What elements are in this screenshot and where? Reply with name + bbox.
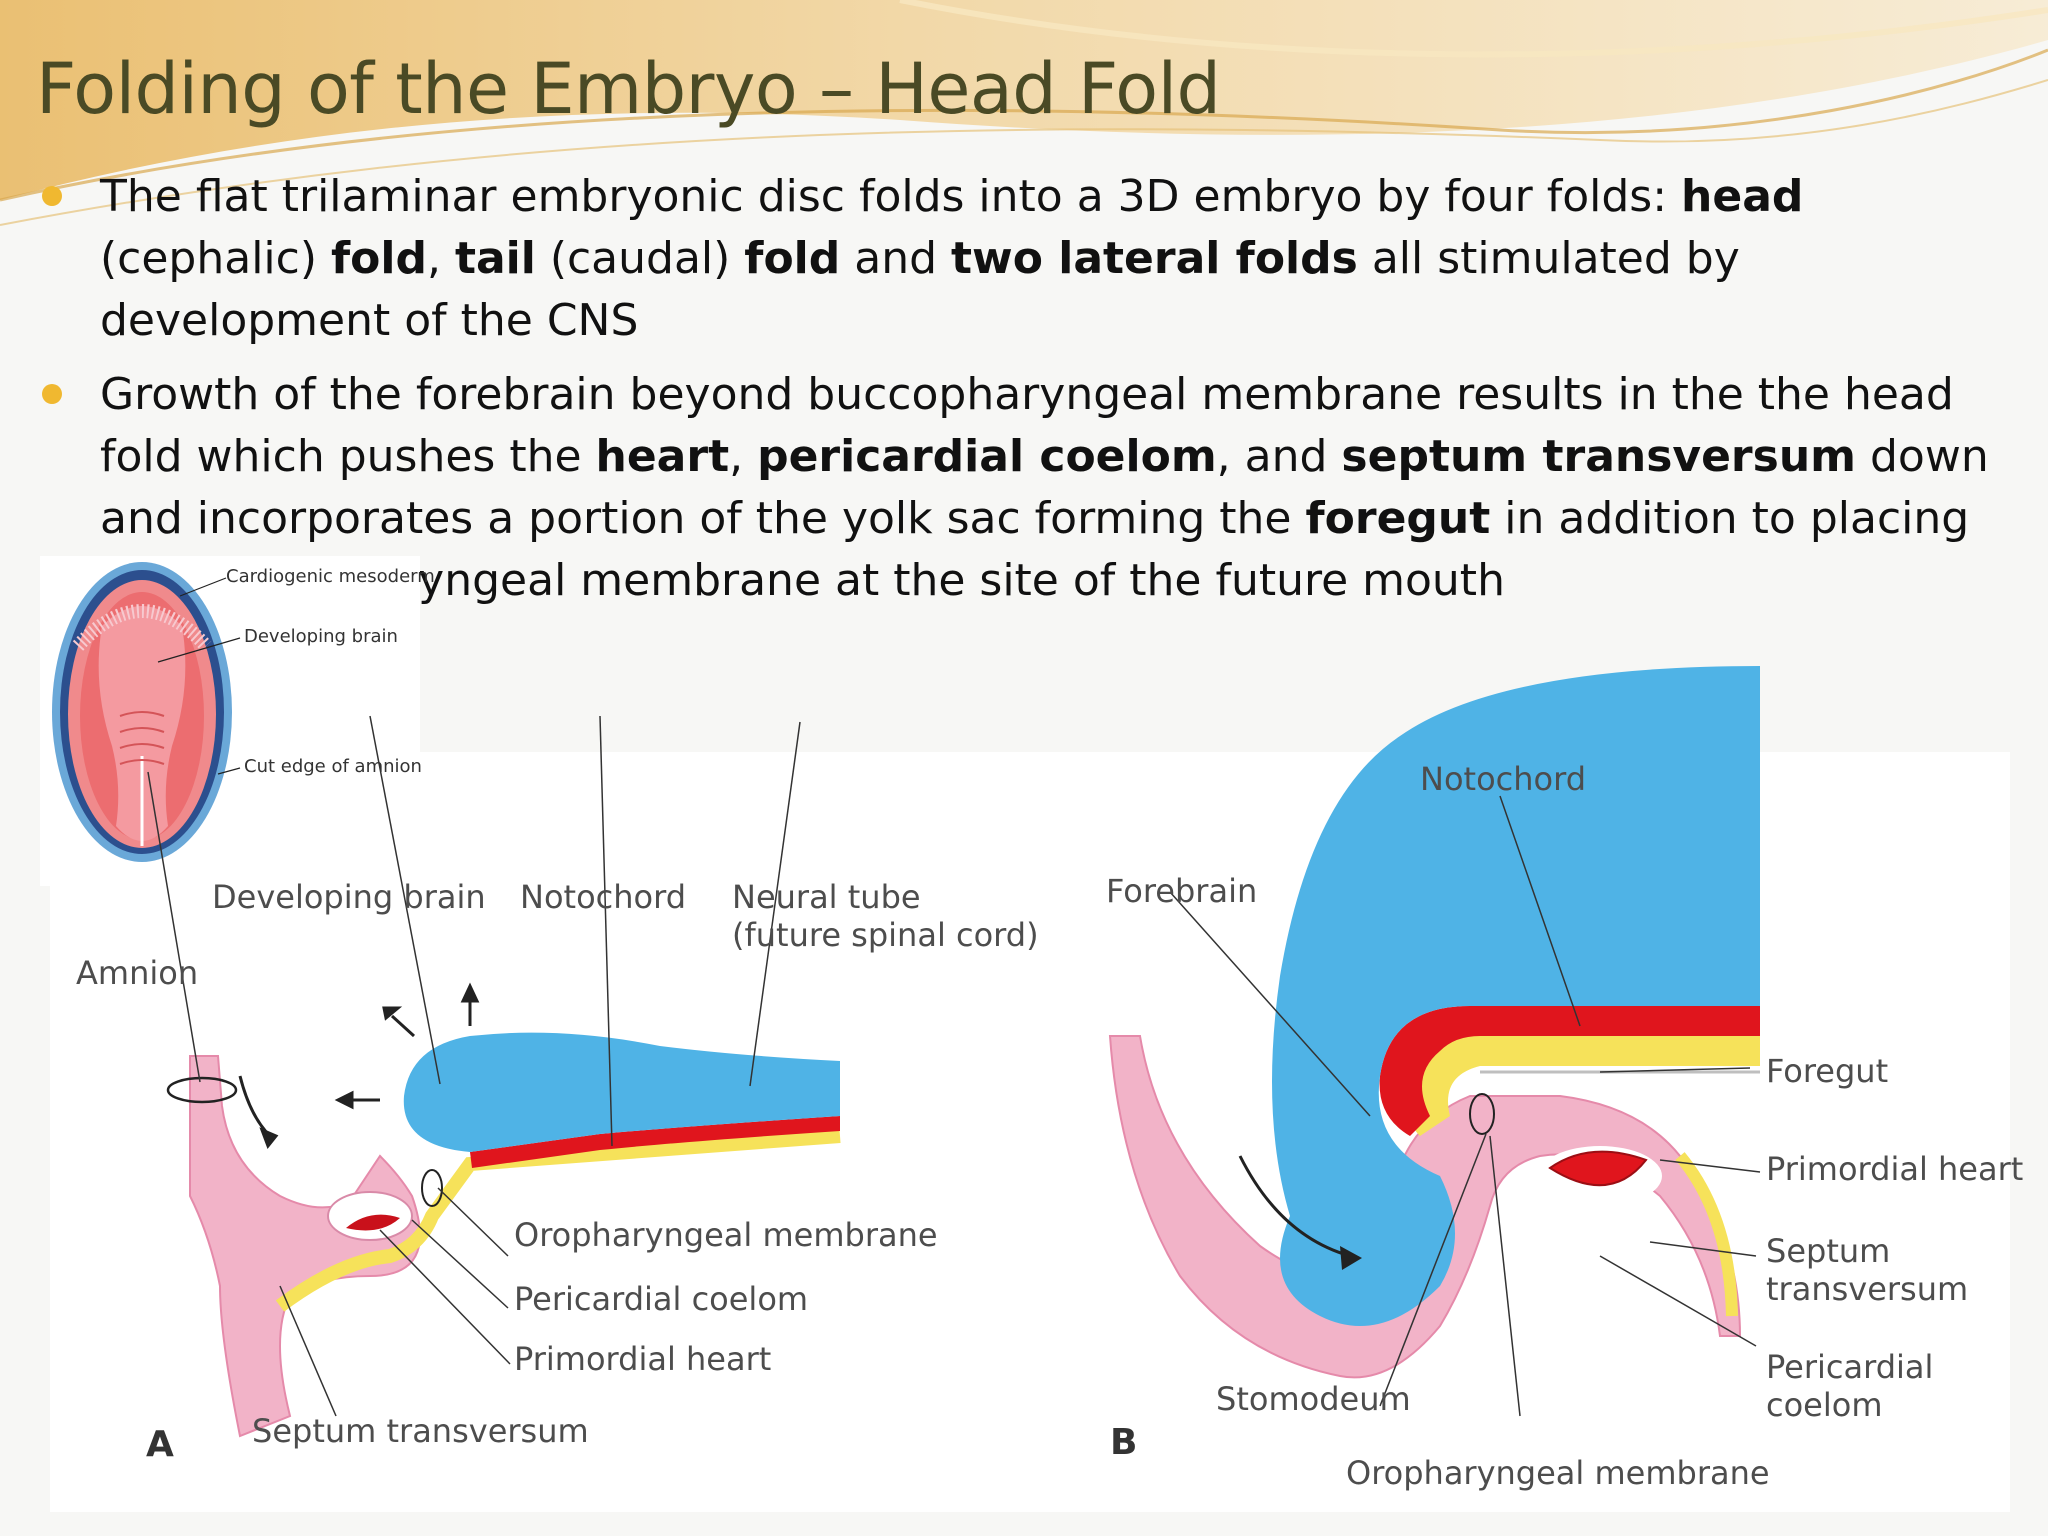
label-a-amnion: Amnion — [76, 954, 199, 992]
label-b-primordial-heart: Primordial heart — [1766, 1150, 2024, 1188]
label-cardiogenic-mesoderm: Cardiogenic mesoderm — [226, 566, 435, 587]
label-b-transversum: transversum — [1766, 1270, 1969, 1308]
label-inset-developing-brain: Developing brain — [244, 626, 398, 647]
bullet-text-run: (cephalic) — [100, 233, 331, 284]
bullet-bold-term: septum transversum — [1341, 431, 1856, 482]
bullet-text-run: The flat trilaminar embryonic disc folds… — [100, 171, 1682, 222]
bullet-text-run: , — [426, 233, 455, 284]
panel-a-diagram — [147, 715, 841, 1438]
label-panel-a: A — [146, 1424, 174, 1465]
bullet-bold-term: pericardial coelom — [757, 431, 1217, 482]
bullet-dot — [42, 186, 62, 206]
bullet-text-run: all stimulated by development of the CNS — [100, 233, 1740, 346]
bullet-text-run: , — [729, 431, 758, 482]
label-cut-edge-amnion: Cut edge of amnion — [244, 756, 422, 777]
label-panel-b: B — [1110, 1422, 1138, 1463]
bullet-bold-term: foregut — [1305, 493, 1491, 544]
embryo-diagrams — [52, 562, 1761, 1438]
bullet-text-run: (caudal) — [535, 233, 745, 284]
label-b-forebrain: Forebrain — [1106, 872, 1258, 910]
label-a-oropharyngeal-membrane: Oropharyngeal membrane — [514, 1216, 938, 1254]
bullet-bold-term: two lateral folds — [951, 233, 1358, 284]
bullet-bold-term: fold — [331, 233, 427, 284]
label-a-septum-transversum: Septum transversum — [252, 1412, 589, 1450]
bullet-dot — [42, 384, 62, 404]
label-b-foregut: Foregut — [1766, 1052, 1889, 1090]
label-b-septum: Septum — [1766, 1232, 1891, 1270]
label-a-neural-tube-sub: (future spinal cord) — [732, 916, 1039, 954]
label-b-coelom: coelom — [1766, 1386, 1883, 1424]
label-b-stomodeum: Stomodeum — [1216, 1380, 1411, 1418]
header-swoosh-decoration — [0, 0, 2048, 226]
label-a-primordial-heart: Primordial heart — [514, 1340, 772, 1378]
bullet-text-run: , and — [1216, 431, 1342, 482]
bullet-text-folds: The flat trilaminar embryonic disc folds… — [100, 171, 1803, 346]
bullet-text-run: down and incorporates a portion of the y… — [100, 431, 1989, 544]
panel-b-diagram — [1108, 666, 1761, 1417]
bullet-bold-term: heart — [595, 431, 730, 482]
bullet-bold-term: head — [1681, 171, 1804, 222]
inset-dorsal-view — [52, 562, 241, 862]
bullet-bold-term: fold — [744, 233, 841, 284]
label-b-oropharyngeal-membrane: Oropharyngeal membrane — [1346, 1454, 1770, 1492]
label-a-notochord: Notochord — [520, 878, 686, 916]
bullet-bold-term: tail — [454, 233, 536, 284]
bullet-text-run: and — [840, 233, 952, 284]
label-a-developing-brain: Developing brain — [212, 878, 486, 916]
bullet-item-folds: The flat trilaminar embryonic disc folds… — [36, 166, 2026, 352]
head-fold-figure: Cardiogenic mesoderm Developing brain Cu… — [40, 556, 2040, 1516]
label-b-pericardial: Pericardial — [1766, 1348, 1934, 1386]
bullet-text-run: Growth of the forebrain beyond buccophar… — [100, 369, 1954, 482]
slide-title: Folding of the Embryo – Head Fold — [36, 48, 1221, 130]
label-b-notochord: Notochord — [1420, 760, 1586, 798]
label-a-pericardial-coelom: Pericardial coelom — [514, 1280, 809, 1318]
label-a-neural-tube: Neural tube — [732, 878, 921, 916]
